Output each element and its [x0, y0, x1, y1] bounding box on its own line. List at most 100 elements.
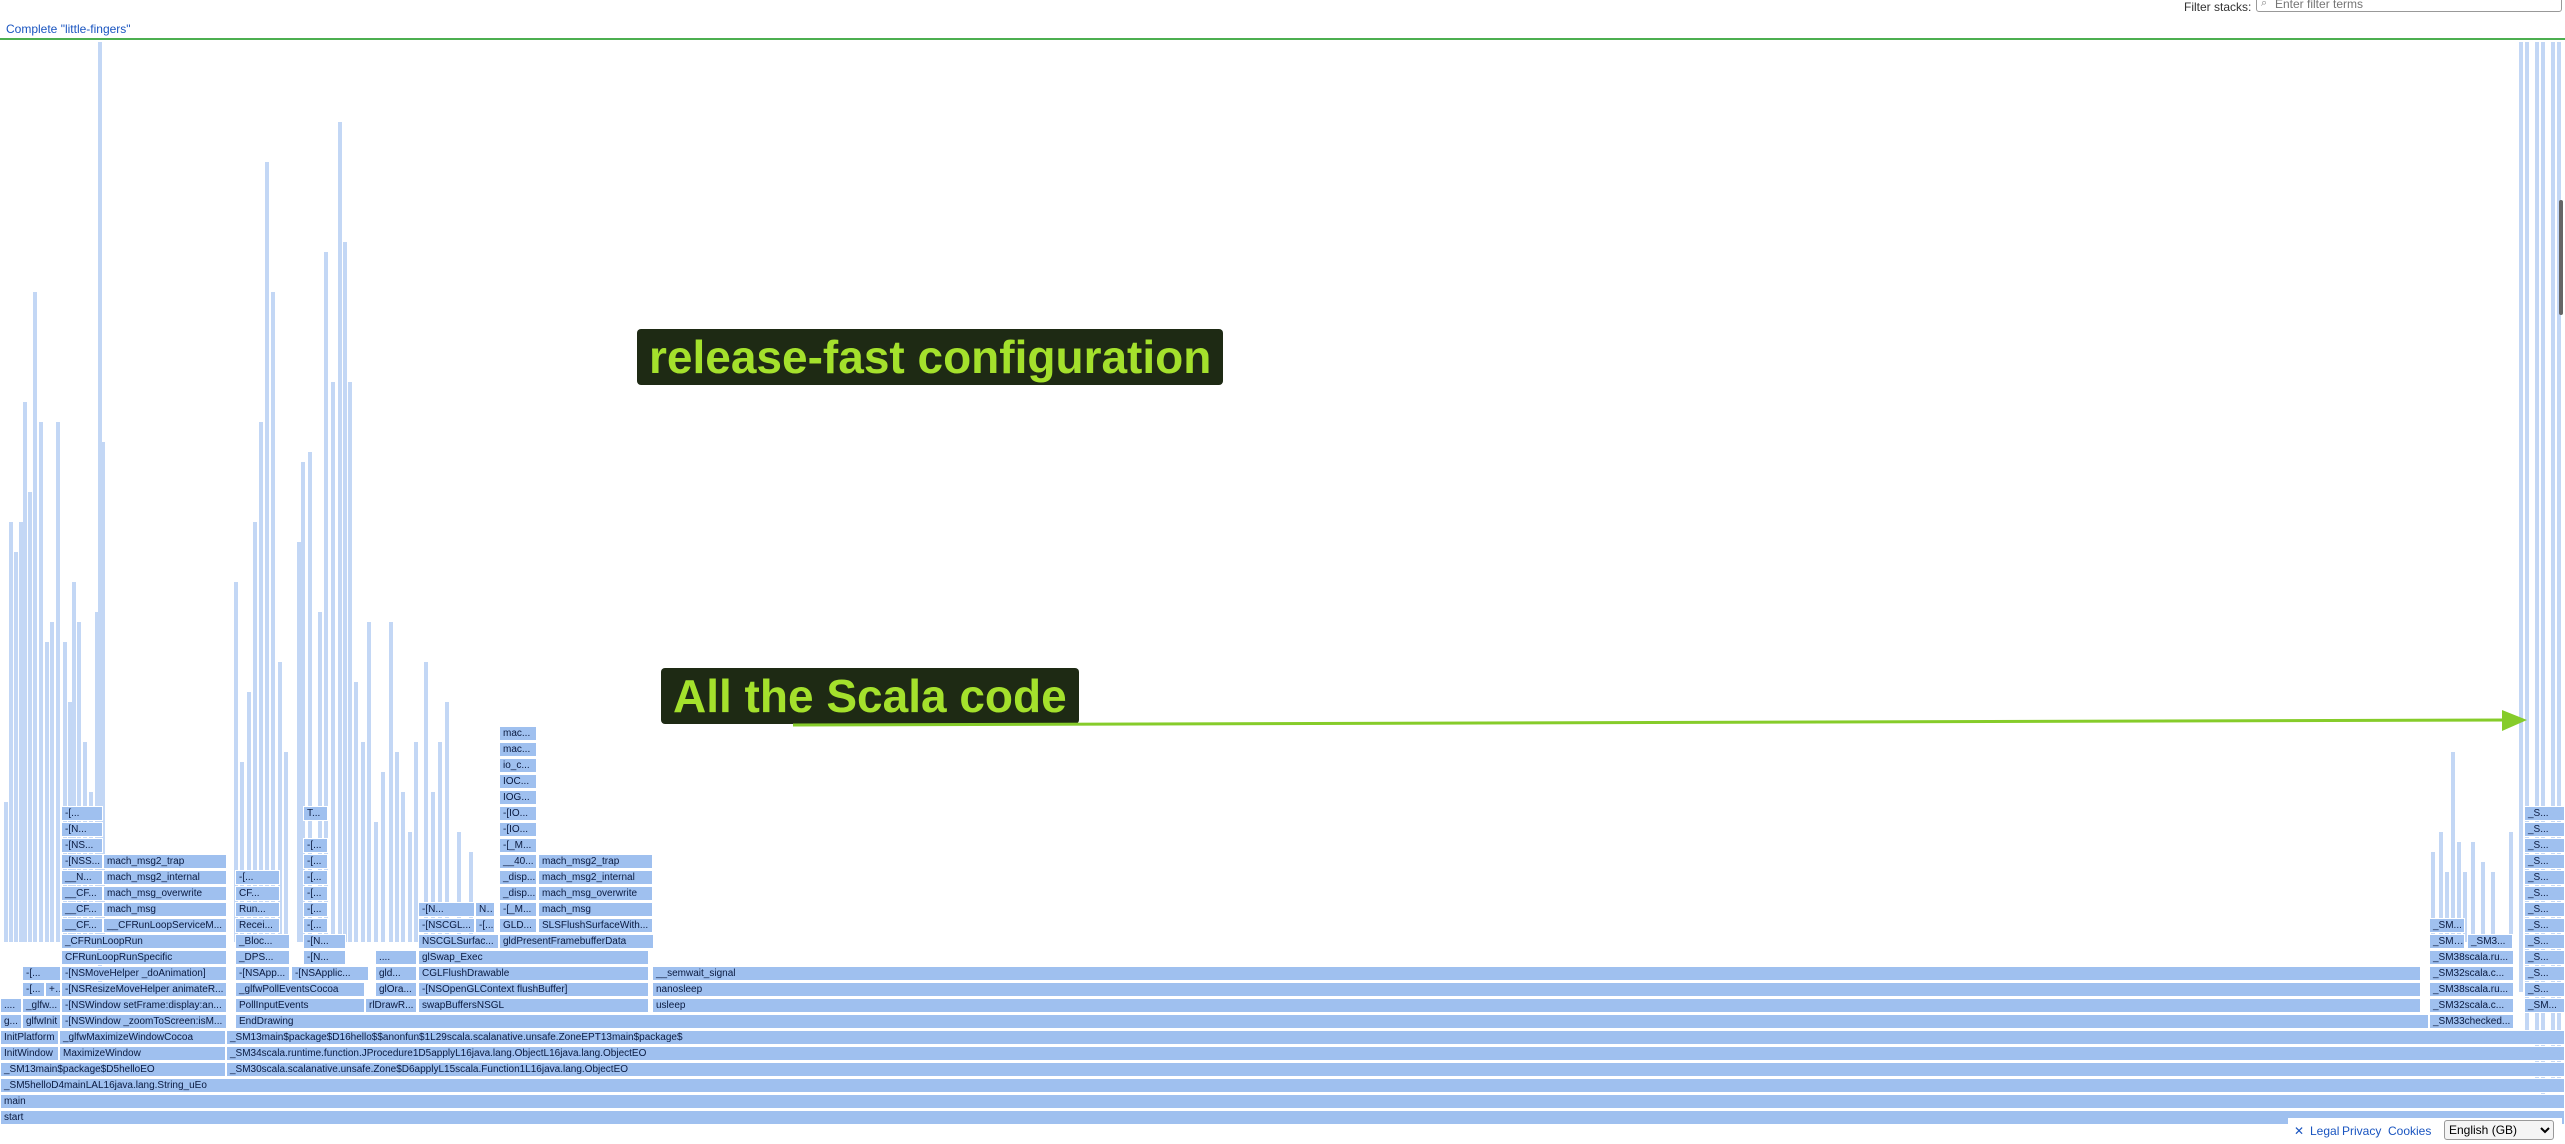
flame-frame[interactable]: _SM30scala.scalanative.unsafe.Zone$D6app… — [226, 1062, 2565, 1077]
flame-frame[interactable]: T... — [303, 806, 328, 821]
flame-frame[interactable]: _disp... — [499, 886, 537, 901]
flame-frame[interactable]: usleep — [652, 998, 2421, 1013]
flame-frame[interactable]: _S... — [2524, 886, 2565, 901]
filter-input[interactable] — [2275, 0, 2555, 11]
flame-frame[interactable]: _SM... — [2524, 998, 2565, 1013]
flame-frame[interactable]: -[NSWindow setFrame:display:an... — [61, 998, 227, 1013]
flame-frame[interactable]: Recei... — [235, 918, 280, 933]
flame-frame[interactable]: _SM38scala.ru... — [2429, 950, 2514, 965]
flame-frame[interactable]: gldPresentFramebufferData — [499, 934, 654, 949]
flame-frame[interactable]: _S... — [2524, 950, 2565, 965]
flame-frame[interactable]: __CF... — [61, 918, 103, 933]
flame-frame[interactable]: -[NSCGL... — [418, 918, 475, 933]
flame-frame[interactable]: _S... — [2524, 822, 2565, 837]
flame-frame[interactable]: NSCGLSurfac... — [418, 934, 499, 949]
flame-frame[interactable]: -[... — [303, 870, 328, 885]
flame-frame[interactable]: MaximizeWindow — [59, 1046, 226, 1061]
flame-frame[interactable]: _SM13main$package$D5helloEO — [0, 1062, 226, 1077]
flame-frame[interactable]: _SM34scala.runtime.function.JProcedure1D… — [226, 1046, 2565, 1061]
flame-frame[interactable]: _S... — [2524, 966, 2565, 981]
flame-frame[interactable]: -[... — [303, 918, 328, 933]
flame-frame[interactable]: mach_msg_overwrite — [538, 886, 653, 901]
flame-frame[interactable]: GLD... — [499, 918, 537, 933]
flame-frame[interactable]: g... — [0, 1014, 22, 1029]
close-icon[interactable]: ✕ — [2294, 1124, 2305, 1138]
flame-frame[interactable]: InitPlatform — [0, 1030, 59, 1045]
flame-frame[interactable]: -[IO... — [499, 822, 537, 837]
flame-frame[interactable]: _CFRunLoopRun — [61, 934, 227, 949]
flame-frame[interactable]: _SM... — [2429, 918, 2465, 933]
flame-frame[interactable]: -[NSResizeMoveHelper animateR... — [61, 982, 227, 997]
legal-link[interactable]: Legal — [2310, 1124, 2340, 1138]
flame-frame[interactable]: _disp... — [499, 870, 537, 885]
flame-frame[interactable]: _DPS... — [235, 950, 290, 965]
flame-frame[interactable]: _S... — [2524, 854, 2565, 869]
flame-frame[interactable]: -[... — [303, 886, 328, 901]
flame-frame[interactable]: _SM13main$package$D16hello$$anonfun$1L29… — [226, 1030, 2565, 1045]
flame-frame[interactable]: _glfw... — [22, 998, 61, 1013]
flame-frame[interactable]: -[NSOpenGLContext flushBuffer] — [418, 982, 649, 997]
flame-frame[interactable]: -[NSS... — [61, 854, 103, 869]
flame-frame[interactable]: glSwap_Exec — [418, 950, 649, 965]
flame-frame[interactable]: mach_msg2_internal — [538, 870, 653, 885]
flame-frame[interactable]: -[N... — [61, 822, 103, 837]
flame-frame[interactable]: IOC... — [499, 774, 537, 789]
flame-frame[interactable]: _glfwMaximizeWindowCocoa — [59, 1030, 226, 1045]
flame-frame[interactable]: __CF... — [61, 902, 103, 917]
flame-frame[interactable]: -[IO... — [499, 806, 537, 821]
flame-frame[interactable]: _SM33checked... — [2429, 1014, 2514, 1029]
flame-frame[interactable]: EndDrawing — [235, 1014, 2429, 1029]
flame-frame[interactable]: -[... — [303, 854, 328, 869]
flame-frame[interactable]: Run... — [235, 902, 280, 917]
flame-frame[interactable]: main — [0, 1094, 2565, 1109]
flame-frame[interactable]: -[_M... — [499, 838, 537, 853]
flame-frame[interactable]: mach_msg2_internal — [103, 870, 227, 885]
flame-frame[interactable]: _S... — [2524, 838, 2565, 853]
flame-frame[interactable]: _Bloc... — [235, 934, 290, 949]
flame-frame[interactable]: SLSFlushSurfaceWith... — [538, 918, 653, 933]
flame-frame[interactable]: -[NSWindow _zoomToScreen:isM... — [61, 1014, 227, 1029]
flame-frame[interactable]: CGLFlushDrawable — [418, 966, 649, 981]
flame-frame[interactable]: _S... — [2524, 902, 2565, 917]
flame-frame[interactable]: -[NSApplic... — [291, 966, 369, 981]
language-select[interactable]: English (GB) — [2444, 1120, 2554, 1140]
flame-frame[interactable]: _SM3... — [2467, 934, 2513, 949]
flame-frame[interactable]: start — [0, 1110, 2565, 1125]
flame-frame[interactable]: -[... — [235, 870, 280, 885]
flame-frame[interactable]: -[NSMoveHelper _doAnimation] — [61, 966, 227, 981]
flame-frame[interactable]: gld... — [375, 966, 417, 981]
flame-frame[interactable]: -[NS... — [61, 838, 103, 853]
flame-frame[interactable]: -[... — [303, 838, 328, 853]
flame-frame[interactable]: CFRunLoopRunSpecific — [61, 950, 227, 965]
flame-frame[interactable]: IOG... — [499, 790, 537, 805]
flame-frame[interactable]: -[N... — [303, 934, 346, 949]
flame-frame[interactable]: _SM32scala.c... — [2429, 966, 2514, 981]
flame-frame[interactable]: __40... — [499, 854, 537, 869]
flame-frame[interactable]: glfwInit — [22, 1014, 61, 1029]
flame-frame[interactable]: _S... — [2524, 982, 2565, 997]
flame-frame[interactable]: -[... — [22, 982, 45, 997]
flame-frame[interactable]: mac... — [499, 726, 537, 741]
flame-frame[interactable]: mach_msg2_trap — [103, 854, 227, 869]
scrollbar-thumb[interactable] — [2559, 200, 2563, 315]
flame-frame[interactable]: rlDrawR... — [365, 998, 417, 1013]
flame-frame[interactable]: -[N... — [418, 902, 475, 917]
flame-frame[interactable]: _S... — [2524, 870, 2565, 885]
flame-frame[interactable]: -[... — [22, 966, 61, 981]
flame-frame[interactable]: mach_msg_overwrite — [103, 886, 227, 901]
flame-frame[interactable]: -[... — [475, 918, 495, 933]
flame-frame[interactable]: _SM32scala.c... — [2429, 998, 2514, 1013]
flame-frame[interactable]: -[_M... — [499, 902, 537, 917]
flame-frame[interactable]: _SM5helloD4mainLAL16java.lang.String_uEo — [0, 1078, 2565, 1093]
flame-frame[interactable]: __CF... — [61, 886, 103, 901]
flame-frame[interactable]: io_c... — [499, 758, 537, 773]
flame-frame[interactable]: glOra... — [375, 982, 417, 997]
flame-frame[interactable]: mach_msg2_trap — [538, 854, 653, 869]
flame-frame[interactable]: -[NSApp... — [235, 966, 290, 981]
flame-frame[interactable]: mach_msg — [103, 902, 227, 917]
flame-frame[interactable]: CF... — [235, 886, 280, 901]
flame-frame[interactable]: +[... — [45, 982, 61, 997]
flame-frame[interactable]: nanosleep — [652, 982, 2421, 997]
flame-frame[interactable]: _SM38scala.ru... — [2429, 982, 2514, 997]
flame-frame[interactable]: -[... — [303, 902, 328, 917]
